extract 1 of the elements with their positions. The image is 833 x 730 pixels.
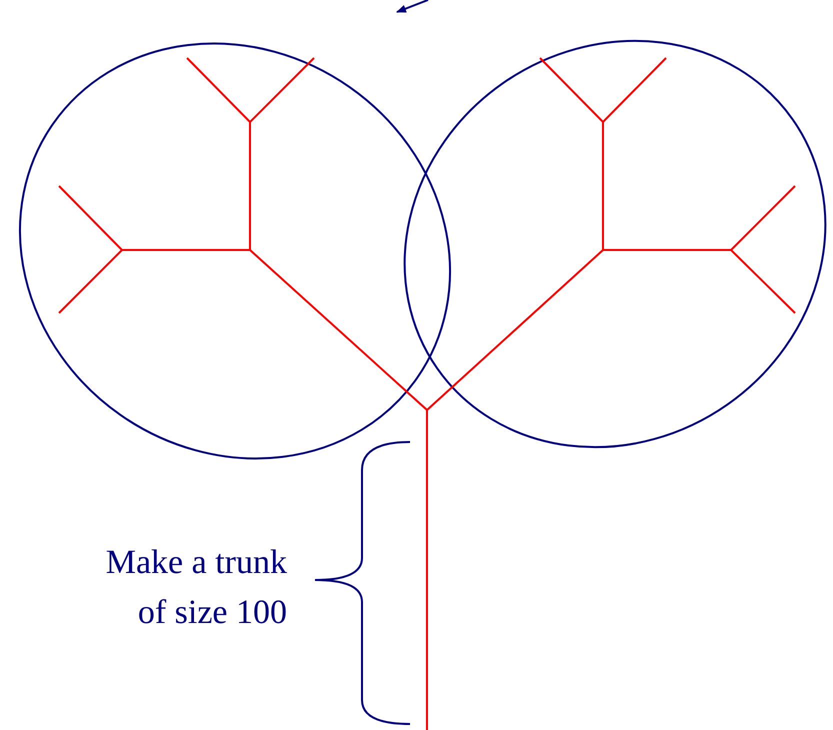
annotation-text: Make a trunk of size 100: [104, 543, 287, 633]
